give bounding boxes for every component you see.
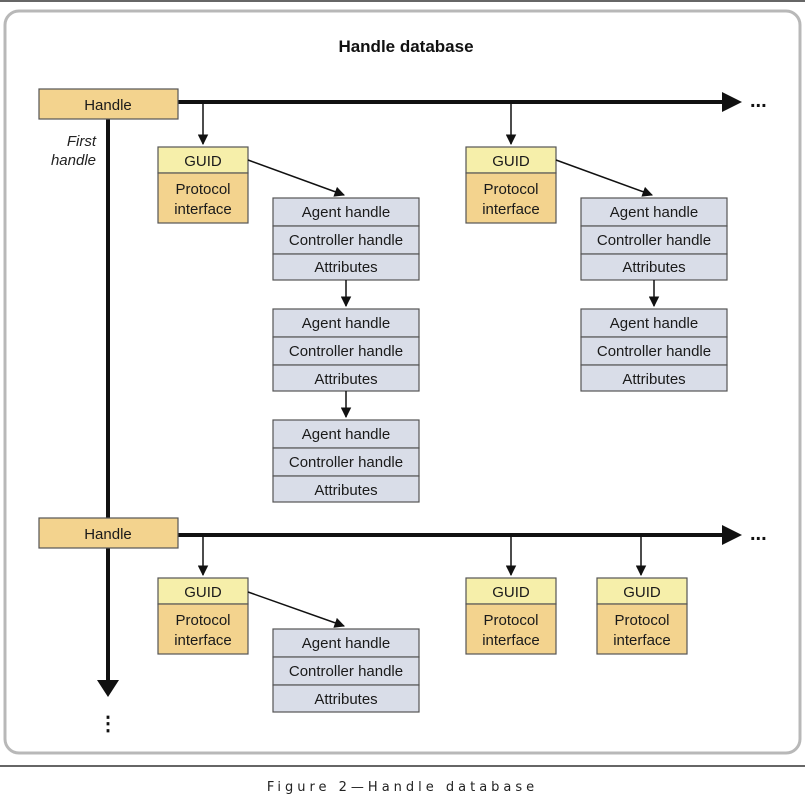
- guid-box-2c-label: GUID: [623, 584, 661, 601]
- agent-box-1b-2: [580, 308, 728, 338]
- protocol-box-2a-line1: Protocol: [175, 612, 230, 629]
- protocol-box-1a-line1: Protocol: [175, 181, 230, 198]
- handle-1-group: ... Handle GUID Protocol interface Agent…: [38, 88, 767, 503]
- controller-box-2a-1-label: Controller handle: [289, 663, 403, 680]
- guid-1a-to-agent-arrow: [247, 159, 345, 197]
- guid-box-1a-label: GUID: [184, 153, 222, 170]
- handle-2-chain-arrowhead: [722, 525, 742, 545]
- agent-box-1a-2: [272, 308, 420, 338]
- protocol-box-1a: [157, 172, 249, 224]
- agent-box-1a-2-label: Agent handle: [302, 315, 390, 332]
- agent-box-1a-1-label: Agent handle: [302, 204, 390, 221]
- protocol-box-1b-line2: interface: [482, 201, 540, 218]
- protocol-box-2a: [157, 603, 249, 655]
- handle-box-1: [38, 88, 179, 120]
- protocol-box-2c-line2: interface: [613, 632, 671, 649]
- handle-box-1-label: Handle: [84, 97, 132, 114]
- attributes-box-1a-3-label: Attributes: [314, 482, 377, 499]
- controller-box-1a-3-label: Controller handle: [289, 454, 403, 471]
- figure-caption: Figure 2—Handle database: [266, 780, 539, 795]
- agent-box-1a-3-label: Agent handle: [302, 426, 390, 443]
- guid-box-2b: [465, 577, 557, 605]
- handle-box-2: [38, 517, 179, 549]
- protocol-box-1b-line1: Protocol: [483, 181, 538, 198]
- controller-box-1a-3: [272, 447, 420, 477]
- controller-box-1a-1: [272, 225, 420, 255]
- protocol-box-2c-line1: Protocol: [614, 612, 669, 629]
- protocol-box-2b-line2: interface: [482, 632, 540, 649]
- attributes-box-1a-1-label: Attributes: [314, 259, 377, 276]
- attributes-box-1b-2-label: Attributes: [622, 371, 685, 388]
- guid-box-1b-label: GUID: [492, 153, 530, 170]
- handle-2-ellipsis: ...: [750, 523, 767, 545]
- first-handle-label-line1: First: [67, 133, 97, 150]
- controller-box-1b-2-label: Controller handle: [597, 343, 711, 360]
- agent-box-1b-2-label: Agent handle: [610, 315, 698, 332]
- first-handle-label-line2: handle: [51, 152, 96, 169]
- controller-box-1a-2-label: Controller handle: [289, 343, 403, 360]
- attributes-box-1b-2: [580, 364, 728, 392]
- handle-box-2-label: Handle: [84, 526, 132, 543]
- handle-chain-arrowhead: [97, 680, 119, 697]
- guid-box-2c: [596, 577, 688, 605]
- attributes-box-1a-3: [272, 475, 420, 503]
- attributes-box-1a-1: [272, 253, 420, 281]
- attributes-box-2a-1: [272, 684, 420, 713]
- protocol-box-2b: [465, 603, 557, 655]
- vertical-ellipsis: ⋮: [98, 713, 118, 735]
- handle-1-chain-arrowhead: [722, 92, 742, 112]
- attributes-box-1b-1: [580, 253, 728, 281]
- controller-box-1b-1-label: Controller handle: [597, 232, 711, 249]
- controller-box-2a-1: [272, 656, 420, 686]
- controller-box-1b-2: [580, 336, 728, 366]
- protocol-box-1b: [465, 172, 557, 224]
- protocol-box-1a-line2: interface: [174, 201, 232, 218]
- agent-box-2a-1: [272, 628, 420, 658]
- protocol-box-2c: [596, 603, 688, 655]
- agent-box-1a-1: [272, 197, 420, 227]
- controller-box-1b-1: [580, 225, 728, 255]
- guid-2a-to-agent-arrow: [247, 591, 345, 628]
- agent-box-2a-1-label: Agent handle: [302, 635, 390, 652]
- controller-box-1a-1-label: Controller handle: [289, 232, 403, 249]
- attributes-box-1a-2-label: Attributes: [314, 371, 377, 388]
- guid-box-2b-label: GUID: [492, 584, 530, 601]
- guid-box-2a-label: GUID: [184, 584, 222, 601]
- handle-2-group: ... Handle GUID Protocol interface Agent…: [38, 517, 767, 713]
- guid-1b-to-agent-arrow: [555, 159, 653, 197]
- diagram-title: Handle database: [338, 37, 473, 56]
- attributes-box-2a-1-label: Attributes: [314, 691, 377, 708]
- protocol-box-2a-line2: interface: [174, 632, 232, 649]
- handle-1-ellipsis: ...: [750, 90, 767, 112]
- attributes-box-1a-2: [272, 364, 420, 392]
- attributes-box-1b-1-label: Attributes: [622, 259, 685, 276]
- handle-database-diagram: Handle database First handle ⋮ ... Handl…: [0, 0, 805, 767]
- agent-box-1b-1-label: Agent handle: [610, 204, 698, 221]
- agent-box-1a-3: [272, 419, 420, 449]
- protocol-box-2b-line1: Protocol: [483, 612, 538, 629]
- controller-box-1a-2: [272, 336, 420, 366]
- guid-box-2a: [157, 577, 249, 605]
